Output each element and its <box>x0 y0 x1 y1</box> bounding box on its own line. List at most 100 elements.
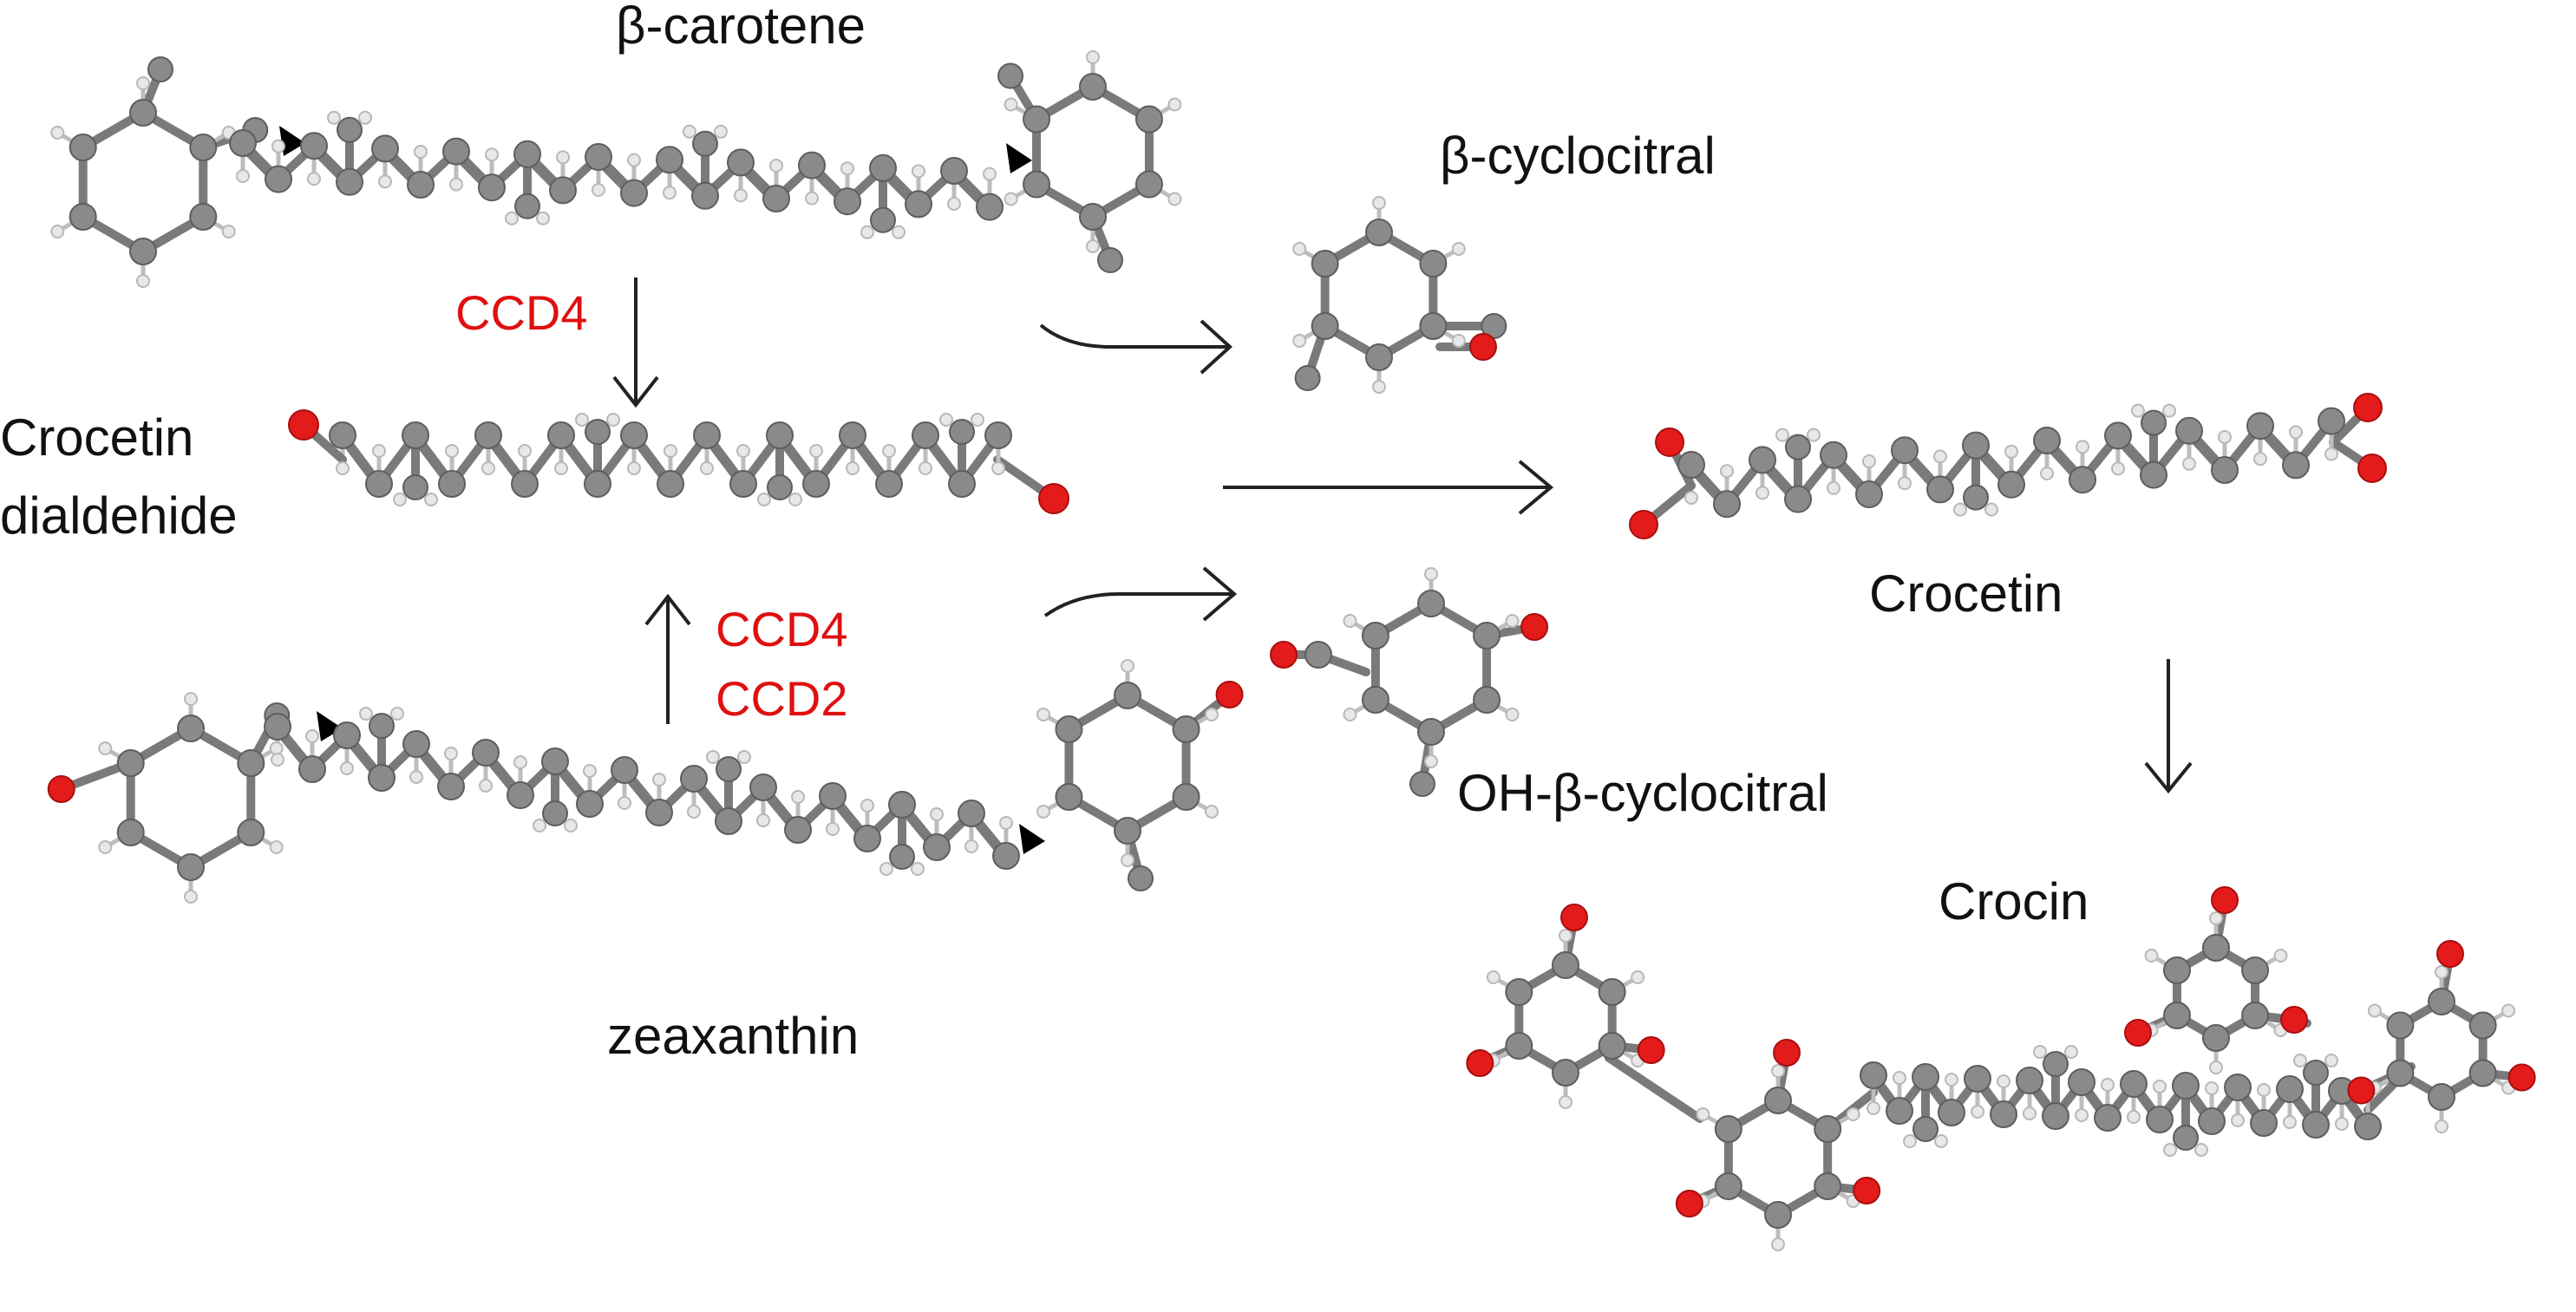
hydrogen-atom <box>269 840 284 854</box>
carbon-atom <box>1419 250 1448 277</box>
carbon-atom <box>585 419 611 445</box>
carbon-atom <box>715 807 742 835</box>
carbon-atom <box>1079 73 1107 101</box>
hydrogen-atom <box>1424 567 1438 581</box>
hydrogen-atom <box>1893 1071 1906 1085</box>
hydrogen-atom <box>2335 1117 2349 1131</box>
carbon-atom <box>680 765 708 793</box>
hydrogen-atom <box>860 225 874 239</box>
hydrogen-atom <box>2194 1143 2208 1157</box>
crocetin-molecule <box>1629 393 2387 539</box>
carbon-atom <box>1814 1115 1842 1143</box>
hydrogen-atom <box>663 186 677 200</box>
hydrogen-atom <box>826 822 840 836</box>
hydrogen-atom <box>554 461 568 475</box>
oxygen-atom <box>2353 393 2383 422</box>
carbon-atom <box>762 185 790 212</box>
carbon-atom <box>839 421 866 449</box>
carbon-atom <box>1417 590 1445 617</box>
carbon-atom <box>729 470 757 498</box>
oxygen-atom <box>2211 886 2239 914</box>
hydrogen-atom <box>999 816 1013 830</box>
hydrogen-atom <box>2075 1108 2089 1122</box>
carbon-atom <box>1962 431 1990 460</box>
carbon-atom <box>69 203 97 231</box>
carbon-atom <box>2354 1113 2382 1140</box>
carbon-atom <box>541 747 569 775</box>
hydrogen-atom <box>2435 965 2449 979</box>
hydrogen-atom <box>592 183 605 197</box>
carbon-atom <box>992 842 1020 870</box>
carbon-atom <box>129 99 157 127</box>
hydrogen-atom <box>2004 444 2018 459</box>
hydrogen-atom <box>805 191 819 206</box>
hydrogen-atom <box>1167 192 1182 206</box>
hydrogen-atom <box>769 159 783 173</box>
carbon-atom <box>1134 105 1163 134</box>
hydrogen-atom <box>305 729 319 743</box>
carbon-atom <box>1304 641 1332 669</box>
hydrogen-atom <box>533 819 546 832</box>
hydrogen-atom <box>618 796 631 810</box>
hydrogen-atom <box>536 211 550 225</box>
hydrogen-atom <box>1867 1101 1880 1115</box>
hydrogen-atom <box>809 444 823 458</box>
hydrogen-atom <box>1559 1095 1572 1109</box>
carbon-atom <box>2428 988 2455 1015</box>
carbon-atom <box>402 730 430 758</box>
hydrogen-atom <box>1292 334 1307 348</box>
hydrogen-atom <box>1827 480 1840 495</box>
carbon-atom <box>1172 783 1200 811</box>
carbon-atom <box>407 171 435 199</box>
hydrogen-atom <box>2182 456 2196 471</box>
hydrogen-atom <box>50 126 65 140</box>
hydrogen-atom <box>1086 50 1100 64</box>
carbon-atom <box>798 151 826 180</box>
hydrogen-atom <box>736 444 750 458</box>
carbon-atom <box>1598 978 1626 1006</box>
carbon-atom <box>1820 441 1847 469</box>
carbon-atom <box>2468 1011 2497 1040</box>
carbon-atom <box>1764 1201 1792 1229</box>
arrow-to-crocetin <box>1223 460 1554 515</box>
carbon-atom <box>1891 436 1919 465</box>
carbon-atom <box>2173 1125 2199 1151</box>
carbon-atom <box>584 470 611 498</box>
beta-carotene-label: β-carotene <box>616 0 866 55</box>
hydrogen-atom <box>2283 1115 2297 1129</box>
hydrogen-atom <box>575 413 589 427</box>
carbon-atom <box>620 179 648 207</box>
carbon-atom <box>1814 1172 1842 1200</box>
carbon-atom <box>365 470 393 498</box>
carbon-atom <box>2162 956 2191 984</box>
hydrogen-atom <box>737 750 751 764</box>
hydrogen-atom <box>518 444 532 458</box>
oxygen-atom <box>2507 1063 2536 1092</box>
carbon-atom <box>2202 1024 2230 1052</box>
hydrogen-atom <box>627 153 641 167</box>
carbon-atom <box>511 470 539 498</box>
carbon-atom <box>645 799 673 826</box>
carbon-atom <box>2303 1060 2329 1086</box>
oxygen-atom <box>1520 613 1549 641</box>
carbon-atom <box>693 421 721 449</box>
hydrogen-atom <box>1807 428 1821 442</box>
hydrogen-atom <box>1121 659 1134 673</box>
carbon-atom <box>1365 219 1393 246</box>
carbon-atom <box>1926 475 1954 504</box>
carbon-atom <box>1963 484 1989 511</box>
hydrogen-atom <box>2040 467 2054 480</box>
hydrogen-atom <box>1903 1134 1917 1148</box>
hydrogen-atom <box>964 839 978 853</box>
enzyme-ccd4-top: CCD4 <box>455 285 587 340</box>
carbon-atom <box>2033 427 2061 454</box>
hydrogen-atom <box>2205 1081 2219 1095</box>
hydrogen-atom <box>1372 196 1386 210</box>
carbon-atom <box>472 739 500 767</box>
carbon-atom <box>870 206 896 233</box>
carbon-atom <box>1886 1097 1913 1125</box>
hydrogen-atom <box>1696 1107 1710 1121</box>
carbon-atom <box>116 749 145 777</box>
carbon-atom <box>1409 771 1435 797</box>
hydrogen-atom <box>930 807 944 821</box>
